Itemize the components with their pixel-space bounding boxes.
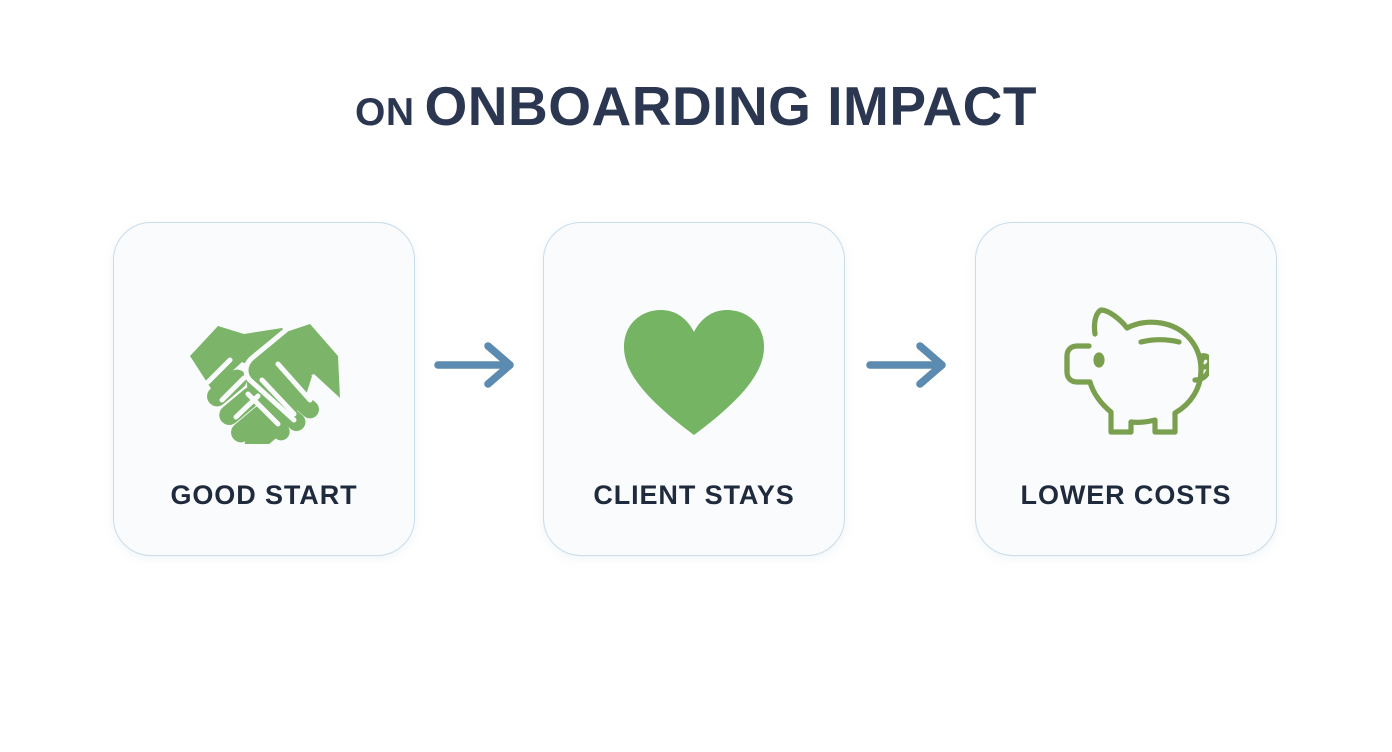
step-card-client-stays[interactable]	[543, 222, 845, 556]
connector-arrow-1	[432, 338, 526, 392]
step-label-good-start: GOOD START	[170, 480, 358, 510]
step-label-client-stays: CLIENT STAYS	[593, 480, 795, 510]
handshake-icon	[190, 323, 340, 444]
heart-icon	[624, 309, 764, 435]
step-icon-slot	[114, 291, 414, 456]
piggy-eye	[1093, 351, 1105, 368]
page-title-main: ONBOARDING IMPACT	[424, 75, 1037, 137]
step-card-good-start[interactable]	[113, 222, 415, 556]
step-card-lower-costs[interactable]	[975, 222, 1277, 556]
arrow-right-icon	[866, 342, 946, 388]
piggy-bank-icon	[1064, 306, 1209, 435]
connector-arrow-2	[864, 338, 958, 392]
step-icon-slot	[544, 291, 844, 456]
step-label-lower-costs: LOWER COSTS	[1020, 480, 1232, 510]
page-title-prefix: ON	[355, 91, 415, 134]
arrow-right-icon	[434, 342, 514, 388]
step-icon-slot	[976, 291, 1276, 456]
